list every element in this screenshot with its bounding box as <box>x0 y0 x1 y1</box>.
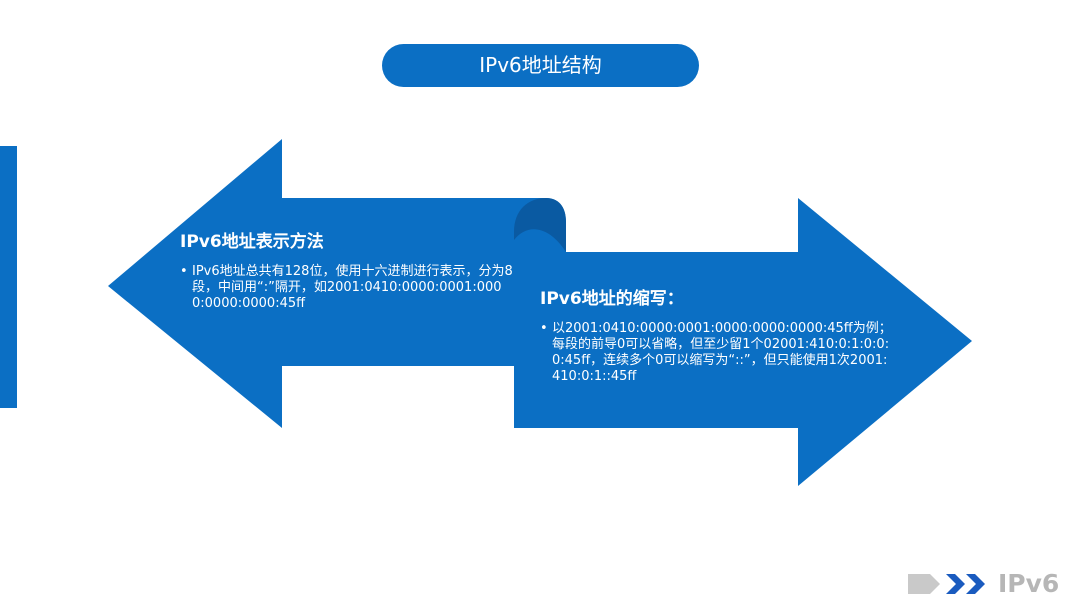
left-block-bullet: • IPv6地址总共有128位，使用十六进制进行表示，分为8段，中间用“:”隔开，… <box>180 264 514 312</box>
logo-bar-point-shape <box>930 574 940 594</box>
right-block-heading: IPv6地址的缩写： <box>540 289 684 309</box>
logo-bar-shape <box>908 574 930 594</box>
right-block-bullet-text: 以2001:0410:0000:0001:0000:0000:0000:45ff… <box>552 321 892 384</box>
ipv6-logo <box>908 574 985 594</box>
bullet-dot-icon: • <box>540 321 548 336</box>
left-block-heading: IPv6地址表示方法 <box>180 232 324 252</box>
right-arrow-shape <box>514 198 972 486</box>
slide-title: IPv6地址结构 <box>479 53 602 77</box>
title-pill: IPv6地址结构 <box>382 44 699 87</box>
left-arrow-shape <box>108 139 566 428</box>
left-accent-bar <box>0 146 17 408</box>
left-block-bullet-text: IPv6地址总共有128位，使用十六进制进行表示，分为8段，中间用“:”隔开，如… <box>192 264 513 311</box>
double-chevron-right-icon <box>946 574 985 594</box>
bullet-dot-icon: • <box>180 264 188 279</box>
right-block-bullet: • 以2001:0410:0000:0001:0000:0000:0000:45f… <box>540 321 894 385</box>
logo-text: IPv6 <box>998 569 1060 598</box>
